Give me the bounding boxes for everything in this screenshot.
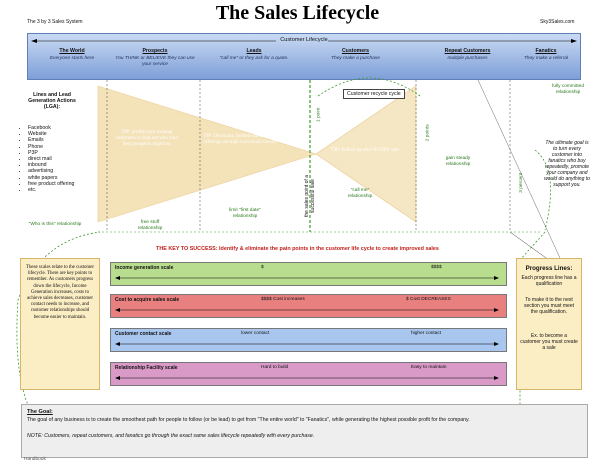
- one-point-label: 1 point: [316, 107, 322, 122]
- who-is-this-label: "Who is this" relationship: [28, 222, 82, 227]
- progress-p1: Each progress line has a qualification: [521, 275, 577, 288]
- scales-note-text: These scales relate to the customer life…: [25, 265, 95, 320]
- stage-leads: Leads "call me" or they ask for a quote.: [219, 48, 289, 61]
- list-item: etc.: [28, 187, 100, 193]
- scale-income: Income generation scale $ $$$$: [110, 262, 507, 286]
- stage-prospects: Prospects You THINK or BELIEVE they can …: [115, 48, 195, 67]
- sales-point-label: the sales point of a successful sale: [304, 175, 316, 217]
- footer-label: Handbook: [24, 457, 46, 462]
- key-to-success: THE KEY TO SUCCESS: Identify & eliminate…: [156, 246, 439, 252]
- lead-actions-list: Facebook Website Emails Phone P3P direct…: [18, 125, 100, 193]
- funnel-right-shape: [315, 85, 417, 223]
- list-item: Facebook: [28, 125, 100, 131]
- tip-customers: TIP: Follow up after EVERY sale: [331, 148, 399, 153]
- list-item: Phone: [28, 144, 100, 150]
- scale-contact: Customer contact scale lower contact hig…: [110, 328, 507, 352]
- progress-title: Progress Lines:: [525, 265, 573, 272]
- leads-heading: Lines and Lead Generation Actions (LGA):: [28, 92, 76, 111]
- free-stuff-label: free stuff relationship: [137, 220, 163, 231]
- scale-relationship: Relationship Facility scale Hard to buil…: [110, 362, 507, 386]
- scale-cost: Cost to acquire sales scale $$$$ Cost in…: [110, 294, 507, 318]
- goal-text: The goal of any business is to create th…: [27, 417, 470, 423]
- progress-p3: Ex. to become a customer you must create…: [520, 333, 578, 352]
- scales-note-panel: These scales relate to the customer life…: [20, 258, 100, 390]
- header-right-caption: Sky3Sales.com: [540, 19, 575, 25]
- tip-leads: TIP: Discounts, limited sales, & free of…: [203, 134, 277, 145]
- banner-title: Customer Lifecycle: [280, 37, 328, 43]
- list-item: direct mail: [28, 156, 100, 162]
- two-points-label: 2 points: [425, 124, 431, 142]
- goal-note: NOTE: Customers, repeat customers, and f…: [27, 433, 315, 439]
- list-item: Emails: [28, 137, 100, 143]
- stage-customers: Customers They make a purchase: [331, 48, 380, 61]
- list-item: advertising: [28, 168, 100, 174]
- call-me-label: "call me" relationship: [347, 188, 373, 199]
- list-item: free product offering: [28, 181, 100, 187]
- customer-lifecycle-banner: Customer Lifecycle The World Everyone st…: [27, 33, 581, 80]
- three-percent-label: 3 percent: [519, 172, 525, 193]
- limit-time-label: limit "first date" relationship: [229, 208, 261, 219]
- page-title: The Sales Lifecycle: [215, 2, 380, 24]
- goal-heading: The Goal:: [27, 409, 53, 415]
- progress-lines-panel: Progress Lines: Each progress line has a…: [516, 258, 582, 390]
- stage-repeat-customers: Repeat Customers multiple purchases: [444, 48, 491, 61]
- goal-section: The Goal: The goal of any business is to…: [21, 404, 588, 458]
- progress-p2: To make it to the next section you must …: [523, 297, 575, 316]
- tip-prospects: TIP: profile your existing customers to …: [115, 130, 179, 147]
- customer-recycle-box: Customer recycle cycle: [343, 89, 405, 100]
- stage-the-world: The World Everyone starts here: [49, 48, 95, 61]
- fully-committed-label: fully committed relationship: [552, 84, 584, 95]
- header-left-caption: The 3 by 3 Sales System: [27, 19, 83, 25]
- list-item: P3P: [28, 150, 100, 156]
- stage-fanatics: Fanatics They make a referral: [523, 48, 569, 61]
- ultimate-goal-note: The ultimate goal is to turn every custo…: [544, 140, 590, 188]
- list-item: inbound: [28, 162, 100, 168]
- list-item: white papers: [28, 175, 100, 181]
- list-item: Website: [28, 131, 100, 137]
- gain-steady-label: gain steady relationship: [445, 156, 471, 167]
- banner-arrow: [31, 39, 577, 43]
